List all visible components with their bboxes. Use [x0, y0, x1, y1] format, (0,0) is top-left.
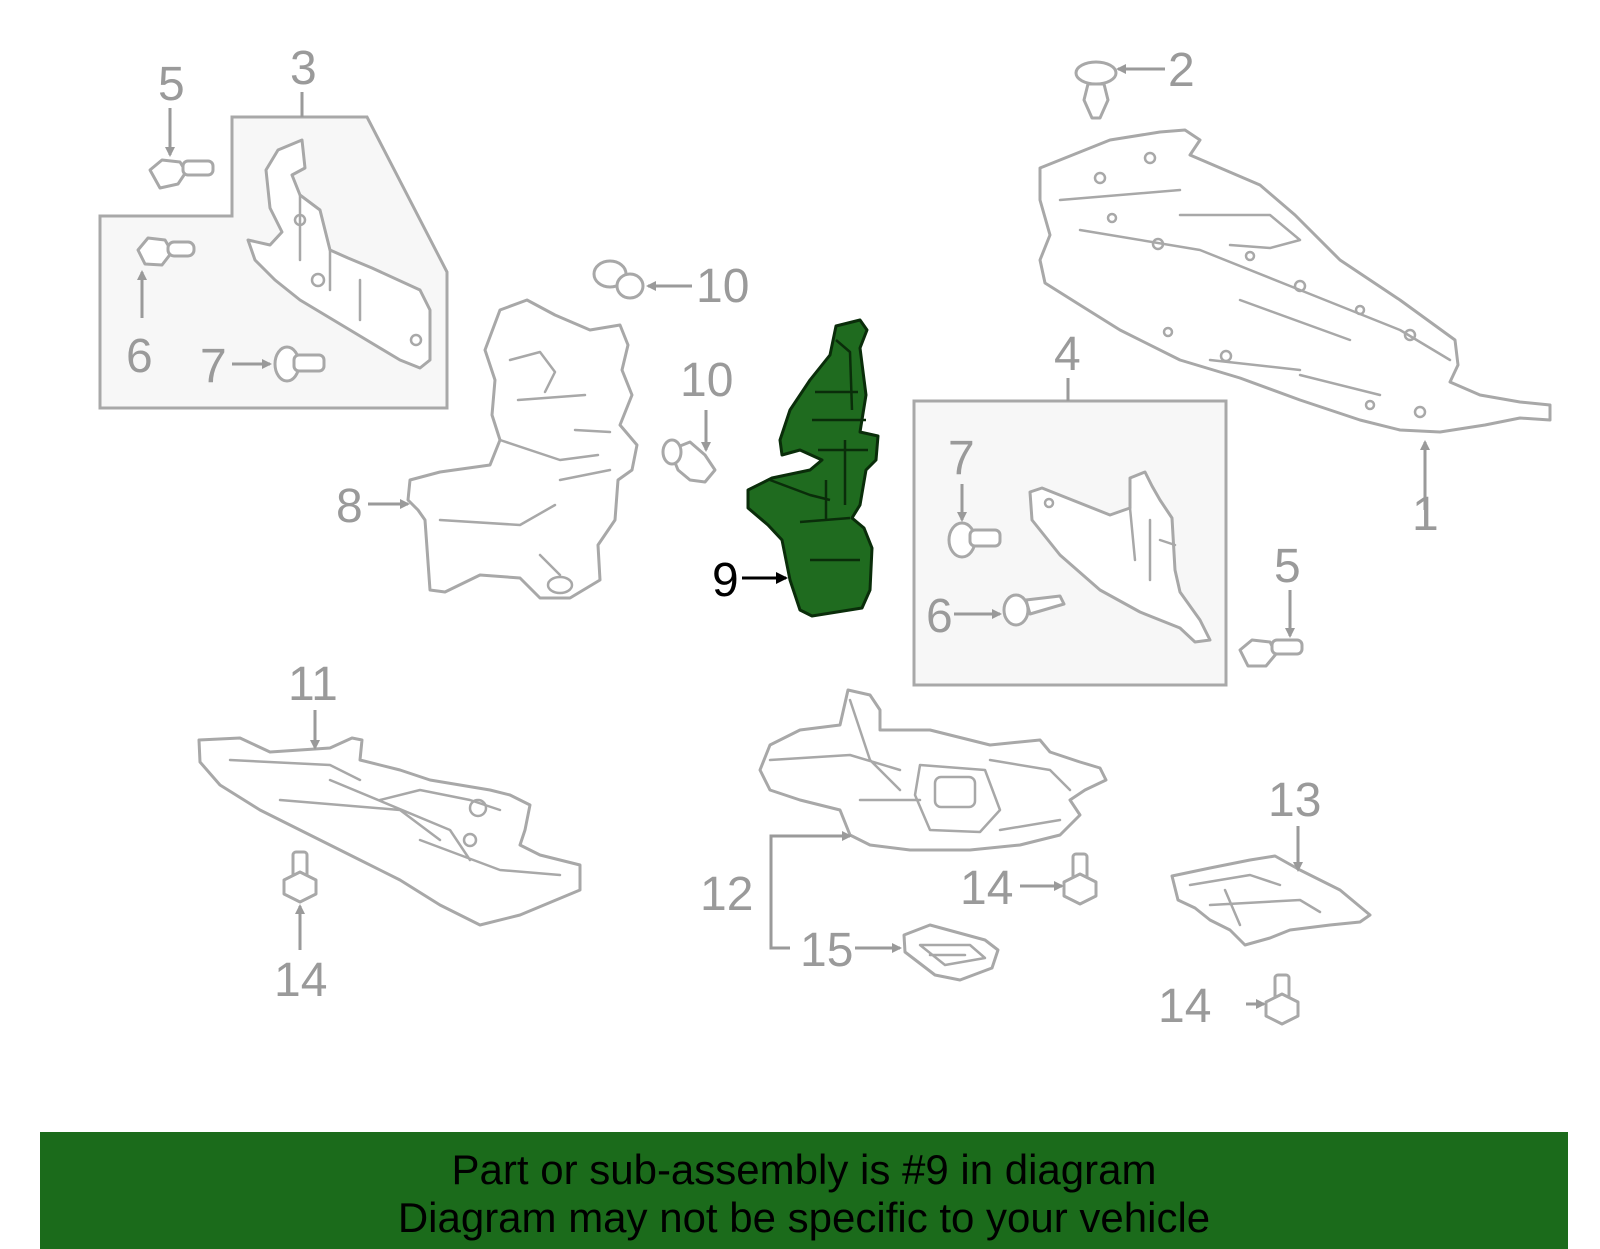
part-1-engine-splash-shield[interactable] — [1038, 128, 1552, 434]
callout-7-box4: 7 — [948, 432, 975, 485]
callout-10-upper: 10 — [696, 260, 749, 313]
bolt-14-middle[interactable] — [1062, 852, 1098, 906]
callout-labels: 5 3 6 7 2 1 10 10 8 9 4 7 6 5 11 14 12 1… — [126, 42, 1439, 1033]
part-15-access-cover[interactable] — [902, 923, 1000, 982]
callout-12: 12 — [700, 868, 753, 921]
clip-10-upper[interactable] — [592, 259, 645, 300]
clip-2[interactable] — [1074, 60, 1118, 120]
banner-line-disclaimer: Diagram may not be specific to your vehi… — [397, 1194, 1211, 1241]
banner-line-part: Part or sub-assembly is #9 in diagram — [451, 1146, 1157, 1193]
callout-14-left: 14 — [274, 954, 327, 1007]
callout-2: 2 — [1168, 44, 1195, 97]
part-11-under-cover[interactable] — [197, 736, 582, 927]
callout-11: 11 — [288, 658, 338, 711]
callout-5-right: 5 — [1274, 540, 1301, 593]
bolt-5-top[interactable] — [148, 158, 215, 190]
callout-13: 13 — [1268, 774, 1321, 827]
callout-14-middle: 14 — [960, 862, 1013, 915]
part-8-support[interactable] — [406, 298, 639, 600]
bolt-14-right[interactable] — [1264, 973, 1300, 1026]
callout-7-top: 7 — [200, 340, 227, 393]
callout-10-lower: 10 — [680, 354, 733, 407]
callout-15: 15 — [800, 924, 853, 977]
callout-3: 3 — [290, 42, 317, 95]
bolt-5-right[interactable] — [1238, 638, 1304, 668]
bolt-7-top[interactable] — [273, 345, 326, 383]
callout-6-box4: 6 — [926, 590, 953, 643]
callout-14-right: 14 — [1158, 980, 1211, 1033]
bolt-7-box4[interactable] — [947, 521, 1002, 559]
clip-6-top[interactable] — [136, 236, 196, 267]
part-9-highlighted-bracket[interactable] — [746, 318, 880, 618]
leader-12 — [769, 831, 852, 950]
part-12-splash-shield[interactable] — [758, 688, 1108, 852]
callout-4: 4 — [1054, 328, 1081, 381]
callout-6-top: 6 — [126, 330, 153, 383]
part-13-cover[interactable] — [1170, 854, 1372, 947]
clip-10-lower[interactable] — [661, 438, 717, 484]
info-banner: Part or sub-assembly is #9 in diagram Di… — [40, 1132, 1568, 1249]
leader-arrows — [137, 64, 1430, 1009]
callout-1: 1 — [1412, 488, 1439, 541]
clip-6-box4[interactable] — [1002, 593, 1066, 627]
callout-5-top: 5 — [158, 58, 185, 111]
part-4-bracket[interactable] — [1028, 470, 1212, 644]
callout-9: 9 — [712, 554, 739, 607]
callout-8: 8 — [336, 480, 363, 533]
bolt-14-left[interactable] — [282, 850, 318, 904]
part-3-bracket[interactable] — [246, 138, 432, 370]
